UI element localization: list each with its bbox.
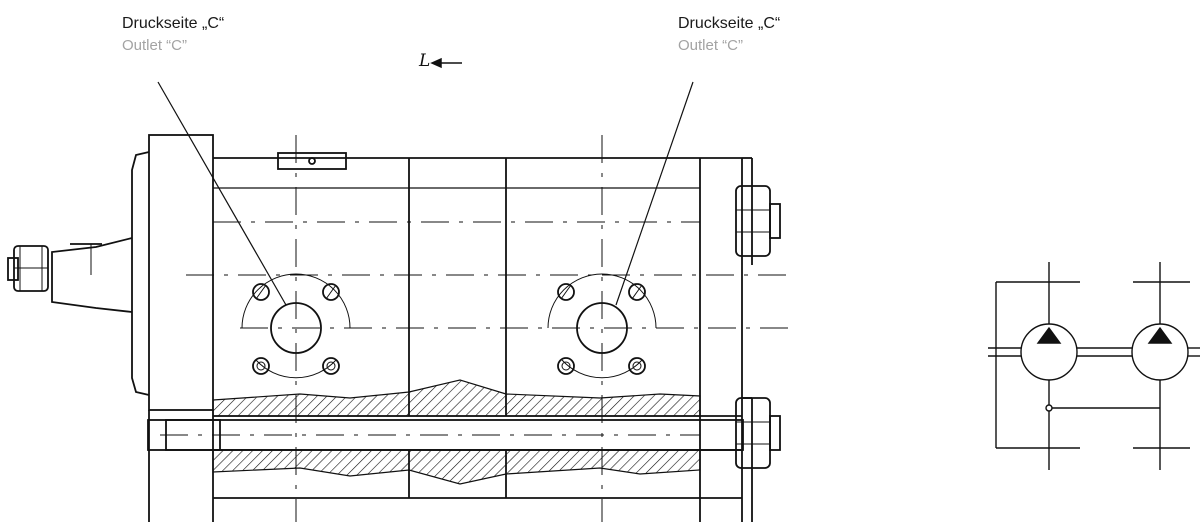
bolt-head-lower — [735, 397, 781, 469]
outlet-label-left-en: Outlet “C” — [122, 37, 188, 54]
shaft-nut — [7, 245, 49, 292]
bolt-head-upper — [735, 185, 781, 257]
direction-label: L — [419, 51, 431, 71]
outlet-port-left — [241, 273, 351, 379]
arrow-left-icon — [430, 57, 462, 69]
mounting-flange — [148, 134, 214, 411]
centerlines — [160, 135, 790, 522]
hatched-sections — [212, 379, 701, 485]
drive-shaft — [51, 237, 133, 313]
outlet-label-left-de: Druckseite „C“ — [122, 15, 225, 32]
outlet-label-right-en: Outlet “C” — [678, 37, 744, 54]
hydraulic-pump-symbol — [988, 262, 1200, 470]
flange-nose — [131, 151, 150, 396]
outlet-port-right — [547, 273, 657, 379]
outlet-label-right-de: Druckseite „C“ — [678, 15, 781, 32]
leader-lines — [157, 81, 694, 306]
plug — [277, 152, 347, 170]
